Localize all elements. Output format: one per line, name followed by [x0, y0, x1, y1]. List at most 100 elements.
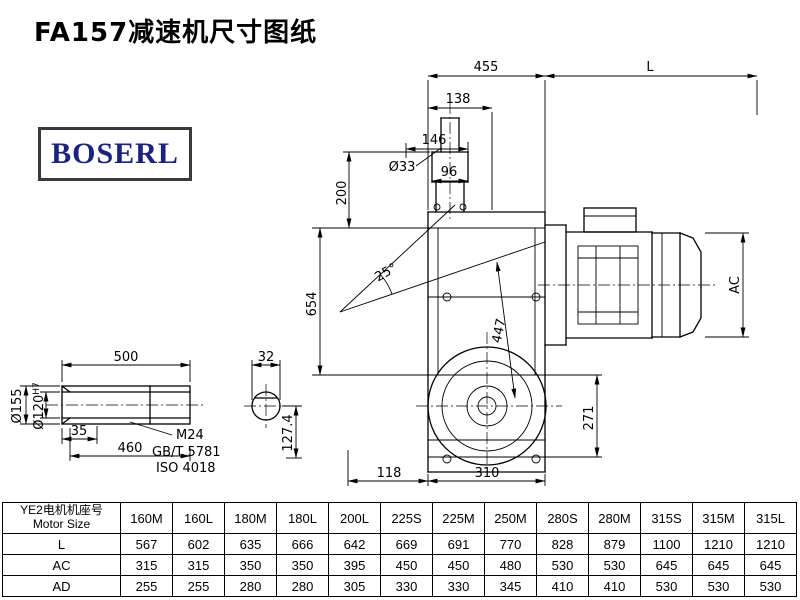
dim-127-label: 127.4	[281, 414, 296, 451]
dim-118-label: 118	[377, 466, 402, 481]
table-cell: 350	[224, 554, 277, 576]
dim-460: 460	[69, 428, 191, 461]
dim-32-label: 32	[258, 350, 275, 365]
dim-120H7: Ø120H7	[32, 382, 60, 430]
thread-label: M24	[176, 428, 204, 443]
motor-size-col-header: 180M	[224, 502, 277, 534]
table-cell: 645	[640, 554, 693, 576]
shaft-end-view	[244, 384, 288, 428]
dim-447-label: 447	[490, 317, 510, 344]
table-cell: 255	[120, 575, 173, 597]
thread-callout: M24 GB/T 5781 ISO 4018	[129, 421, 221, 476]
motor-size-col-header: 315L	[744, 502, 797, 534]
dim-127: 127.4	[281, 405, 302, 459]
dim-angle-label: 25°	[373, 261, 400, 286]
table-cell: 645	[692, 554, 745, 576]
dim-L: L	[544, 60, 758, 115]
motor-size-col-header: 160M	[120, 502, 173, 534]
dim-120H7-label: Ø120H7	[32, 382, 47, 430]
dim-AC-label: AC	[728, 276, 743, 294]
dim-96-label: 96	[441, 165, 458, 180]
standard-iso-label: ISO 4018	[156, 461, 216, 476]
dim-96: 96	[431, 165, 469, 184]
table-cell: 280	[224, 575, 277, 597]
table-cell: 450	[380, 554, 433, 576]
table-cell: 635	[224, 533, 277, 555]
dim-200: 200	[312, 151, 430, 229]
gearbox-front-view	[416, 102, 716, 473]
dim-35-label: 35	[71, 424, 88, 439]
dim-455-label: 455	[474, 60, 499, 75]
table-cell: 530	[536, 554, 589, 576]
table-cell: 395	[328, 554, 381, 576]
table-cell: 315	[120, 554, 173, 576]
page-title: FA157减速机尺寸图纸	[34, 18, 318, 48]
dim-310: 310	[427, 466, 546, 486]
dim-460-label: 460	[118, 441, 143, 456]
table-cell: 280	[276, 575, 329, 597]
dim-271-label: 271	[582, 406, 597, 431]
table-cell: 530	[744, 575, 797, 597]
table-cell: 315	[172, 554, 225, 576]
motor-size-col-header: 250M	[484, 502, 537, 534]
dim-138: 138	[427, 92, 493, 210]
motor-size-col-header: 180L	[276, 502, 329, 534]
motor-size-col-header: 160L	[172, 502, 225, 534]
dim-AC: AC	[705, 232, 749, 338]
motor-view	[544, 207, 702, 346]
dim-146-label: 146	[422, 133, 447, 148]
table-cell: 567	[120, 533, 173, 555]
table-cell: 1210	[744, 533, 797, 555]
table-cell: 666	[276, 533, 329, 555]
dim-200-label: 200	[335, 181, 350, 206]
table-cell: 642	[328, 533, 381, 555]
table-cell: 305	[328, 575, 381, 597]
output-shaft-side-view	[46, 385, 204, 425]
motor-size-col-header: 225M	[432, 502, 485, 534]
table-cell: 530	[692, 575, 745, 597]
logo: BOSERL	[38, 127, 192, 181]
dim-118: 118	[347, 450, 429, 486]
dim-shaft-diameter-label: Ø33	[389, 160, 416, 175]
motor-size-header-en: Motor Size	[32, 517, 91, 531]
motor-size-col-header: 280S	[536, 502, 589, 534]
dim-angle-25: 25°	[339, 204, 546, 313]
table-cell: 879	[588, 533, 641, 555]
dim-L-label: L	[646, 60, 654, 75]
row-label: AC	[2, 554, 121, 576]
dim-654-label: 654	[305, 292, 320, 317]
dim-146: 146	[405, 133, 469, 158]
dim-shaft-diameter: Ø33	[389, 147, 442, 175]
table-cell: 450	[432, 554, 485, 576]
dim-447: 447	[490, 261, 517, 399]
motor-size-col-header: 315M	[692, 502, 745, 534]
motor-size-col-header: 200L	[328, 502, 381, 534]
table-cell: 350	[276, 554, 329, 576]
dim-138-label: 138	[446, 92, 471, 107]
table-cell: 770	[484, 533, 537, 555]
logo-text: BOSERL	[51, 137, 179, 170]
table-cell: 410	[536, 575, 589, 597]
standard-gbt-label: GB/T 5781	[152, 445, 221, 460]
motor-size-col-header: 225S	[380, 502, 433, 534]
table-cell: 1100	[640, 533, 693, 555]
dim-32: 32	[251, 350, 281, 400]
table-cell: 330	[380, 575, 433, 597]
table-cell: 669	[380, 533, 433, 555]
table-cell: 691	[432, 533, 485, 555]
row-label: L	[2, 533, 121, 555]
dim-271: 271	[545, 374, 602, 458]
dim-35: 35	[61, 424, 98, 444]
row-label: AD	[2, 575, 121, 597]
table-cell: 330	[432, 575, 485, 597]
motor-size-header-cn: YE2电机机座号	[20, 503, 103, 518]
dim-654: 654	[305, 227, 428, 376]
table-cell: 1210	[692, 533, 745, 555]
dim-155-label: Ø155	[10, 388, 25, 423]
